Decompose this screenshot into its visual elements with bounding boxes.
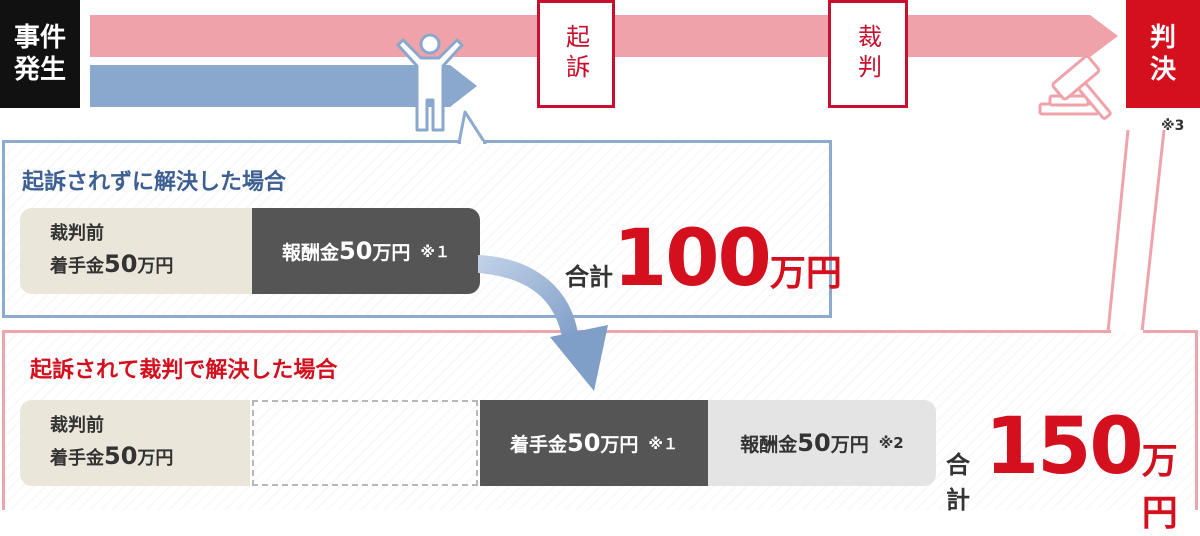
pre-trial-label: 裁判前 — [50, 222, 104, 244]
start-label-line1: 事件 — [13, 22, 66, 53]
trial-pre-trial-label: 裁判前 — [50, 414, 104, 436]
retainer-line: 着手金50万円 — [50, 249, 174, 278]
stage-judgment: 判 決 — [1126, 0, 1200, 108]
start-label-line2: 発生 — [13, 55, 66, 85]
panel-gap-mask — [1111, 330, 1143, 333]
incident-occurred-label: 事件 発生 — [0, 0, 80, 108]
blue-panel-pointer — [457, 110, 487, 144]
stage-indictment-label: 起訴 — [561, 24, 590, 84]
trial-pre-trial-retainer-segment: 裁判前 着手金50万円 — [20, 400, 250, 486]
stage-trial-label: 裁判 — [853, 24, 882, 84]
case-no-indictment-title: 起訴されずに解決した場合 — [22, 170, 287, 195]
empty-reward-slot — [252, 400, 478, 486]
blue-timeline-arrow — [90, 65, 477, 107]
curved-arrow-icon — [478, 255, 608, 391]
judgment-note: ※3 — [1161, 118, 1185, 134]
judgment-label-line2: 決 — [1149, 55, 1176, 85]
person-raising-arms-icon — [396, 33, 464, 132]
judgment-label-line1: 判 — [1149, 22, 1176, 53]
trial-retainer-line: 着手金50万円 — [50, 441, 174, 470]
judgment-pointer — [1106, 129, 1166, 333]
case-trial-title: 起訴されて裁判で解決した場合 — [30, 358, 338, 383]
gavel-icon — [1038, 54, 1112, 120]
stage-indictment: 起訴 — [537, 0, 615, 108]
pre-trial-retainer-segment: 裁判前 着手金50万円 — [20, 208, 252, 294]
stage-trial: 裁判 — [828, 0, 908, 108]
